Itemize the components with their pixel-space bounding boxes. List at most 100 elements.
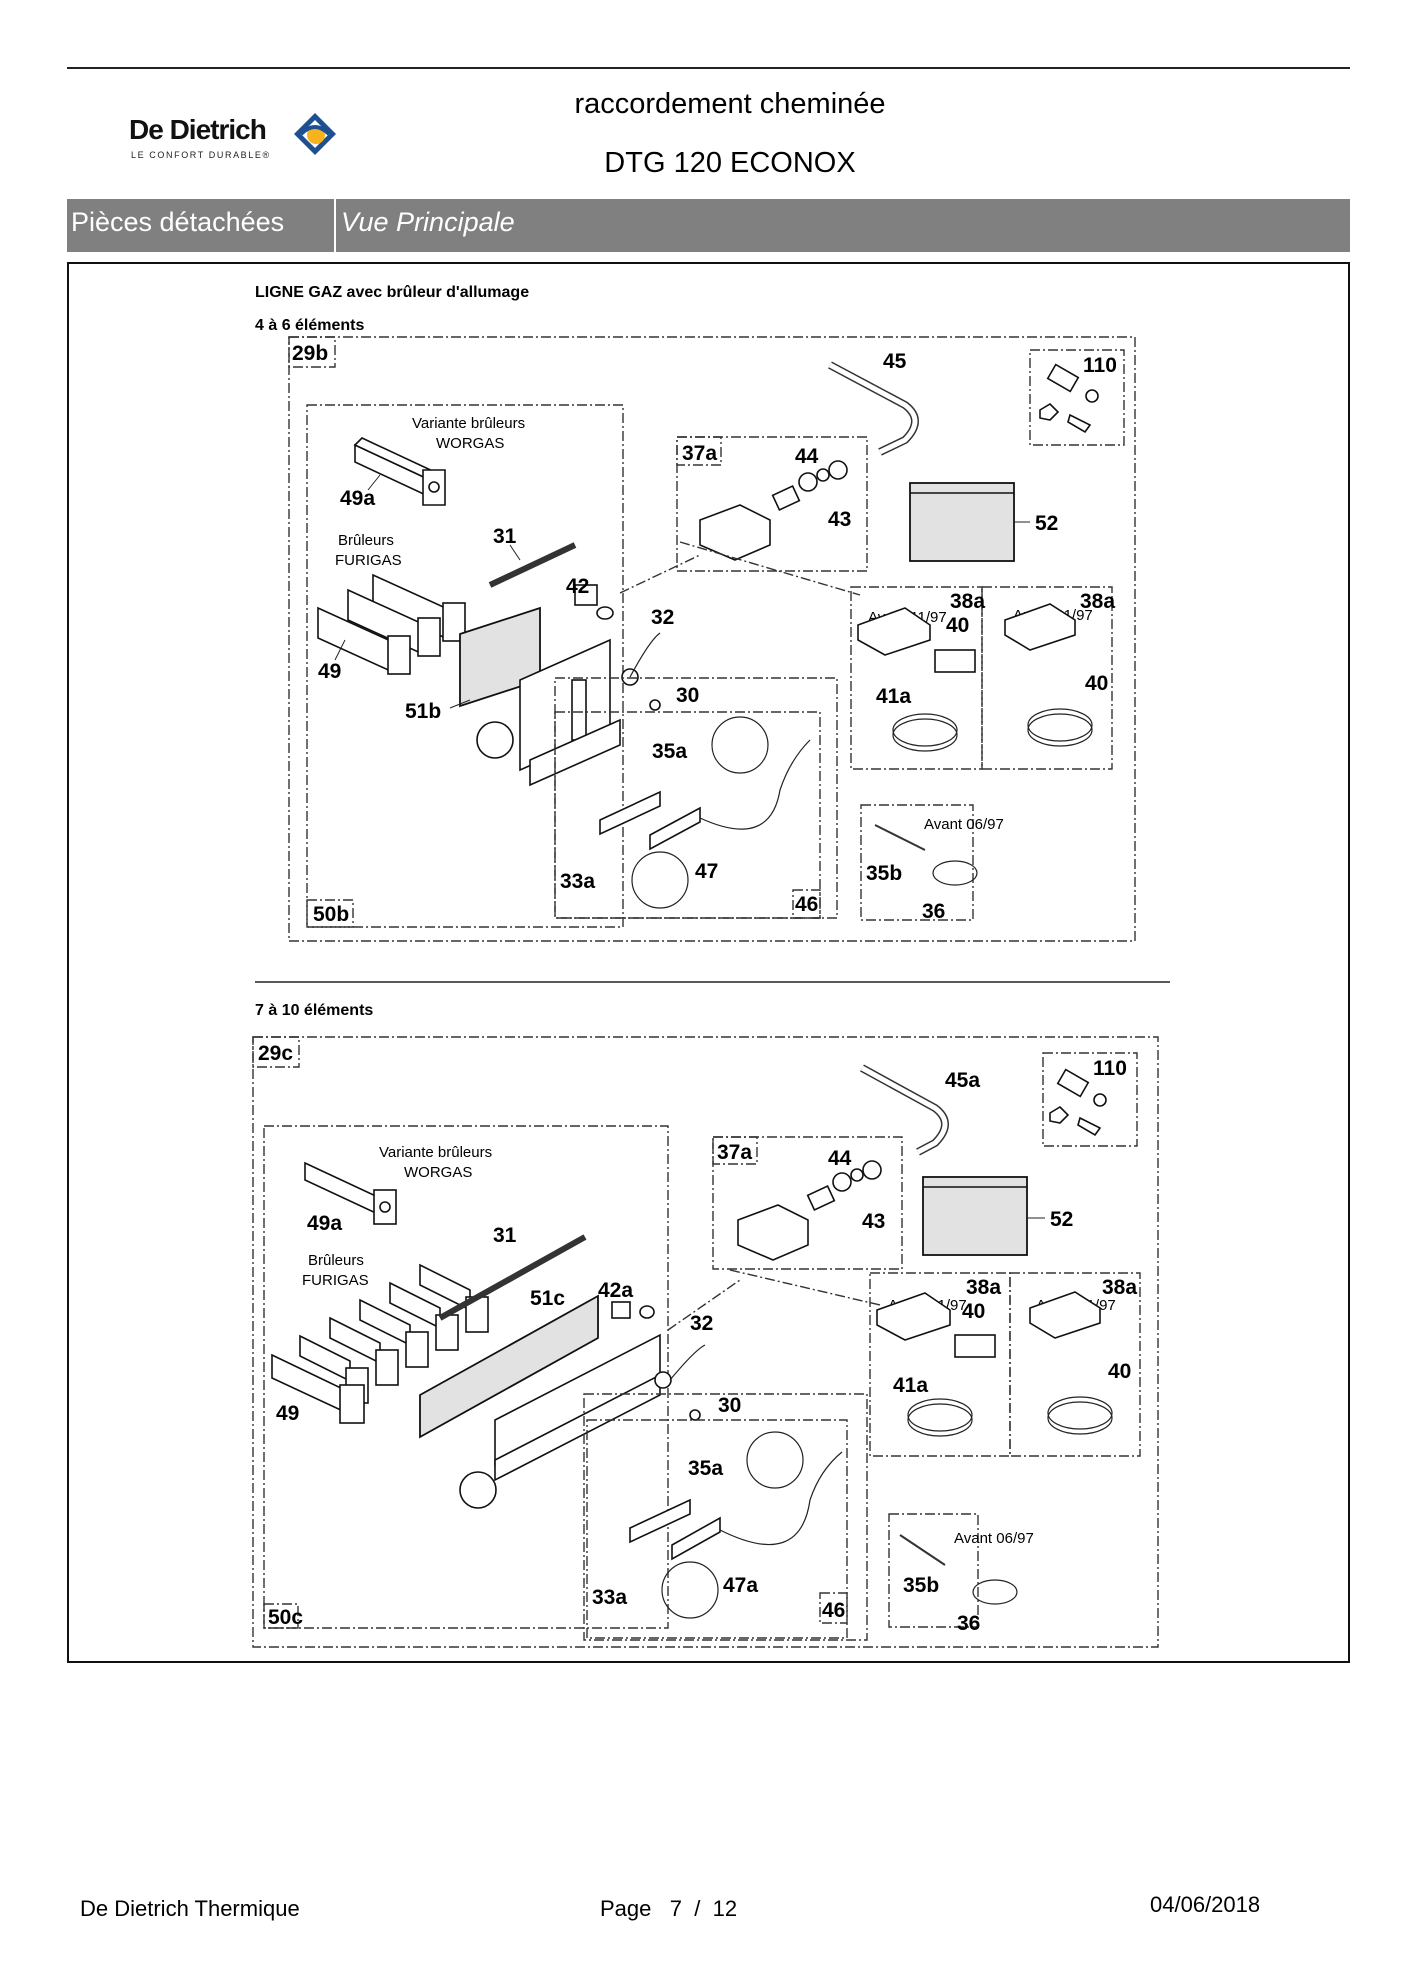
burner-plate-icon xyxy=(476,638,621,787)
callout-40-after: 40 xyxy=(1085,672,1108,695)
callout-38a-after: 38a xyxy=(1080,590,1115,613)
callout-51: 51c xyxy=(530,1287,565,1310)
control-module-icon xyxy=(857,603,1093,752)
callout-110: 110 xyxy=(1083,354,1117,377)
furigas-burners-icon xyxy=(317,573,466,675)
control-module-icon xyxy=(876,1291,1113,1437)
callout-52: 52 xyxy=(1050,1208,1073,1231)
note-before-0697: Avant 06/97 xyxy=(924,816,1004,833)
callout-110: 110 xyxy=(1093,1057,1127,1080)
furigas-label-1: Brûleurs xyxy=(338,532,394,549)
gas-valve-box xyxy=(712,1136,903,1270)
tab-spare-parts[interactable]: Pièces détachées xyxy=(67,199,336,252)
callout-35b: 35b xyxy=(903,1574,939,1597)
control-box-after xyxy=(1009,1272,1141,1457)
footer-company: De Dietrich Thermique xyxy=(80,1896,300,1921)
worgas-label-1: Variante brûleurs xyxy=(412,415,525,432)
diagram-heading: LIGNE GAZ avec brûleur d'allumage xyxy=(255,284,529,301)
callout-40-after: 40 xyxy=(1108,1360,1131,1383)
pilot-assembly-icon xyxy=(629,1431,843,1619)
cable-coil-icon xyxy=(972,1579,1018,1605)
furigas-label-2: FURIGAS xyxy=(335,552,402,569)
gasket-icon xyxy=(654,1371,672,1389)
brand-tagline: LE CONFORT DURABLE® xyxy=(131,150,271,160)
furigas-label-2: FURIGAS xyxy=(302,1272,369,1289)
top-rule xyxy=(67,67,1350,69)
callout-33a: 33a xyxy=(560,870,595,893)
electrode-icon xyxy=(899,1534,946,1566)
burner-box-number: 50b xyxy=(313,903,349,926)
callout-38a-before: 38a xyxy=(950,590,985,613)
callout-49a: 49a xyxy=(307,1212,342,1235)
gas-valve-icon xyxy=(737,1160,882,1261)
callout-30: 30 xyxy=(676,684,699,707)
group-subtitle: 4 à 6 éléments xyxy=(255,317,365,334)
pilot-assembly-icon xyxy=(599,716,811,909)
gas-pipe-icon xyxy=(860,1064,949,1156)
assembly-tag-box xyxy=(252,1036,300,1068)
callout-37a: 37a xyxy=(682,442,717,465)
callout-40-before: 40 xyxy=(946,614,969,637)
callout-35a: 35a xyxy=(688,1457,723,1480)
pilot-tube-icon xyxy=(438,1234,587,1321)
assembly-number: 29b xyxy=(292,342,328,365)
callout-42: 42a xyxy=(598,1279,633,1302)
callout-32: 32 xyxy=(690,1312,713,1335)
parts-bag-icon xyxy=(922,1176,1028,1256)
callout-46: 46 xyxy=(795,893,818,916)
callout-47: 47a xyxy=(723,1574,758,1597)
callout-38a-after: 38a xyxy=(1102,1276,1137,1299)
insulation-panel-icon xyxy=(419,1294,599,1439)
burner-plate-icon xyxy=(459,1333,661,1509)
fitting-kit-box xyxy=(1029,349,1125,446)
callout-30: 30 xyxy=(718,1394,741,1417)
callout-44: 44 xyxy=(828,1147,852,1170)
assembly-box xyxy=(252,1036,1159,1648)
callout-36: 36 xyxy=(957,1612,980,1635)
ignition-box xyxy=(860,804,974,921)
callout-36: 36 xyxy=(922,900,945,923)
cap-icon xyxy=(611,1301,631,1319)
callout-38a-before: 38a xyxy=(966,1276,1001,1299)
fitting-kit-box xyxy=(1042,1052,1138,1147)
control-box-after xyxy=(981,586,1113,770)
worgas-label-1: Variante brûleurs xyxy=(379,1144,492,1161)
callout-41a: 41a xyxy=(876,685,911,708)
callout-41a: 41a xyxy=(893,1374,928,1397)
callout-46: 46 xyxy=(822,1599,845,1622)
callout-43: 43 xyxy=(828,508,851,531)
burner-tag-box xyxy=(306,899,354,928)
footer-date: 04/06/2018 xyxy=(1150,1892,1261,1917)
callout-45: 45 xyxy=(883,350,907,373)
callout-35a: 35a xyxy=(652,740,687,763)
footer-pagination: Page 7 / 12 xyxy=(600,1896,737,1922)
callout-37a: 37a xyxy=(717,1141,752,1164)
callout-44: 44 xyxy=(795,445,819,468)
parts-bag-icon xyxy=(909,482,1015,562)
callout-45: 45a xyxy=(945,1069,980,1092)
brand-diamond-icon xyxy=(294,113,336,155)
callout-31: 31 xyxy=(493,1224,517,1247)
ignition-box xyxy=(888,1513,979,1628)
burner-box xyxy=(306,404,624,928)
worgas-burner-icon xyxy=(304,1161,397,1225)
gas-valve-icon xyxy=(699,460,848,561)
tab-main-view[interactable]: Vue Principale xyxy=(341,207,515,237)
assembly-number: 29c xyxy=(258,1042,293,1065)
page-current: 7 xyxy=(669,1896,682,1921)
burner-box-number: 50c xyxy=(268,1606,303,1629)
callout-49: 49 xyxy=(318,660,341,683)
document-title: raccordement cheminée xyxy=(574,88,886,120)
callout-31: 31 xyxy=(493,525,517,548)
worgas-burner-icon xyxy=(353,437,446,506)
callout-49a: 49a xyxy=(340,487,375,510)
group-7-10-elements: 7 à 10 éléments 29c 50c Variante brûleur… xyxy=(252,1002,1159,1648)
callout-43: 43 xyxy=(862,1210,885,1233)
assembly-box xyxy=(288,336,1136,942)
callout-51: 51b xyxy=(405,700,441,723)
group-4-6-elements: 4 à 6 éléments 29b 50b Variante brûleurs… xyxy=(255,317,1136,942)
pilot-box xyxy=(586,1419,848,1639)
fitting-kit-icon xyxy=(1039,363,1099,434)
callout-33a: 33a xyxy=(592,1586,627,1609)
